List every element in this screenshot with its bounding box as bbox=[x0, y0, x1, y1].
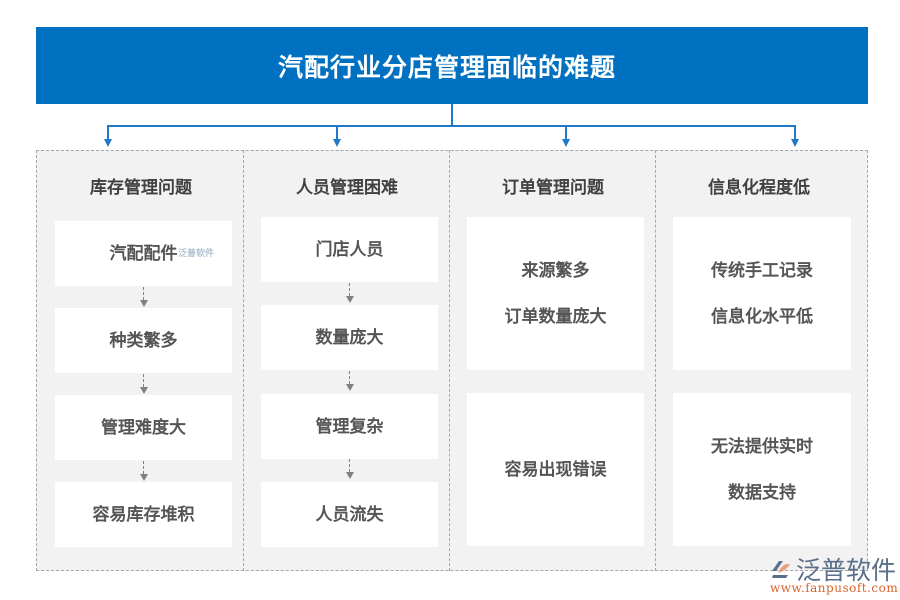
box-text: 汽配配件 bbox=[109, 243, 178, 264]
column-divider bbox=[243, 150, 244, 571]
box-text: 传统手工记录 bbox=[711, 260, 813, 281]
flow-box: 门店人员 bbox=[261, 217, 438, 282]
connector-trunk bbox=[451, 104, 453, 126]
info-box: 来源繁多 订单数量庞大 bbox=[467, 217, 644, 370]
flow-box: 汽配配件 bbox=[55, 221, 232, 286]
flow-box: 管理复杂 bbox=[261, 394, 438, 459]
info-box: 容易出现错误 bbox=[467, 393, 644, 546]
box-text: 来源繁多 bbox=[521, 260, 590, 281]
arrow-down-icon bbox=[333, 139, 341, 147]
flow-box: 人员流失 bbox=[261, 482, 438, 547]
dashed-arrow-icon bbox=[140, 461, 148, 481]
box-text: 人员流失 bbox=[315, 504, 384, 525]
info-box: 无法提供实时 数据支持 bbox=[673, 393, 851, 546]
dashed-arrow-icon bbox=[346, 371, 354, 391]
connector-drop-4 bbox=[794, 125, 796, 140]
diagram-title: 汽配行业分店管理面临的难题 bbox=[277, 52, 616, 82]
box-text: 容易库存堆积 bbox=[92, 504, 195, 525]
watermark: 泛普软件 bbox=[178, 249, 215, 259]
diagram-title-bar: 汽配行业分店管理面临的难题 bbox=[36, 27, 868, 104]
connector-bus bbox=[107, 125, 796, 127]
column-divider bbox=[655, 150, 656, 571]
dashed-arrow-icon bbox=[346, 459, 354, 479]
column-divider bbox=[449, 150, 450, 571]
arrow-down-icon bbox=[562, 139, 570, 147]
fanpu-logo-icon bbox=[772, 561, 790, 578]
column-title-it-level: 信息化程度低 bbox=[708, 178, 810, 198]
box-text: 数量庞大 bbox=[315, 327, 384, 348]
connector-drop-2 bbox=[336, 125, 338, 140]
arrow-down-icon bbox=[791, 139, 799, 147]
connector-drop-3 bbox=[565, 125, 567, 140]
column-title-staff: 人员管理困难 bbox=[296, 178, 398, 198]
box-text: 数据支持 bbox=[728, 482, 796, 503]
brand-url: www.fanpusoft.com bbox=[770, 581, 899, 595]
brand-name: 泛普软件 bbox=[796, 556, 897, 585]
box-text: 信息化水平低 bbox=[711, 306, 813, 327]
box-text: 容易出现错误 bbox=[504, 459, 607, 480]
flow-box: 数量庞大 bbox=[261, 305, 438, 370]
arrow-down-icon bbox=[104, 139, 112, 147]
box-text: 门店人员 bbox=[315, 239, 384, 260]
info-box: 传统手工记录 信息化水平低 bbox=[673, 217, 851, 370]
box-text: 管理复杂 bbox=[315, 416, 384, 437]
box-text: 种类繁多 bbox=[109, 330, 178, 351]
dashed-arrow-icon bbox=[346, 283, 354, 303]
flow-box: 容易库存堆积 bbox=[55, 482, 232, 547]
box-text: 无法提供实时 bbox=[711, 436, 813, 457]
flow-box: 种类繁多 bbox=[55, 308, 232, 373]
column-title-orders: 订单管理问题 bbox=[502, 178, 604, 198]
box-text: 订单数量庞大 bbox=[504, 306, 607, 327]
flow-box: 管理难度大 bbox=[55, 395, 232, 460]
box-text: 管理难度大 bbox=[101, 417, 186, 438]
column-title-inventory: 库存管理问题 bbox=[90, 178, 192, 198]
connector-drop-1 bbox=[107, 125, 109, 140]
dashed-arrow-icon bbox=[140, 374, 148, 394]
dashed-arrow-icon bbox=[140, 287, 148, 307]
